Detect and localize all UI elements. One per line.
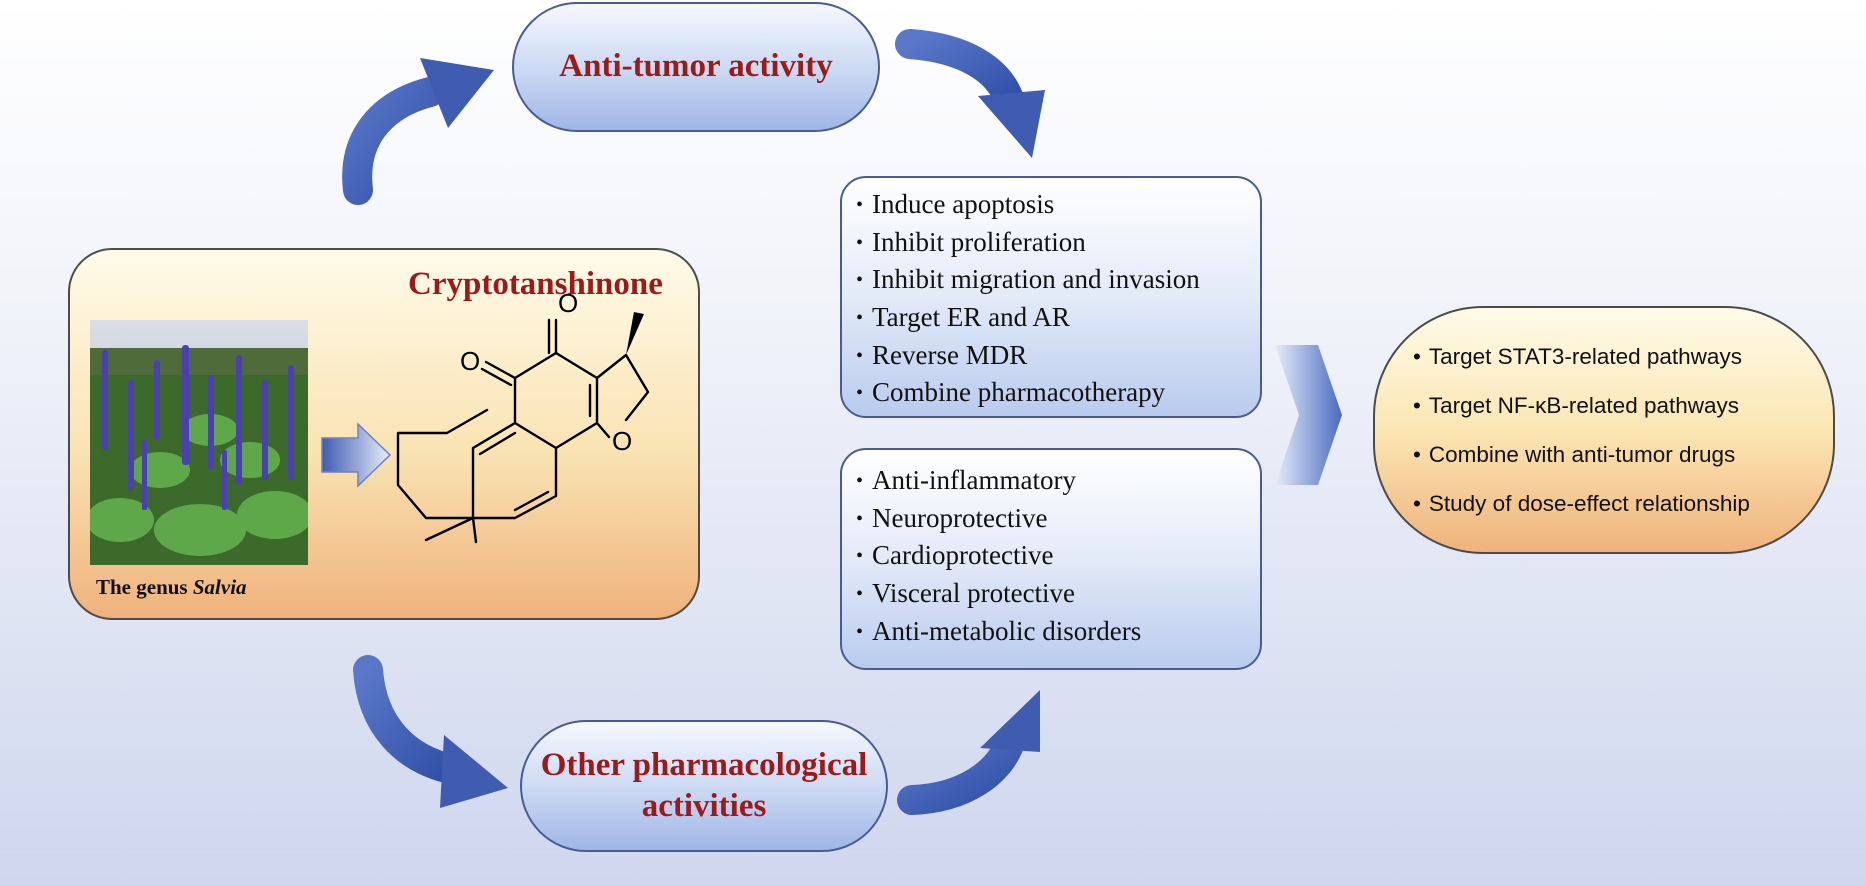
list-item: Anti-metabolic disorders bbox=[856, 613, 1260, 651]
list-item: Target ER and AR bbox=[856, 299, 1260, 337]
future-directions-list: Target STAT3-related pathways Target NF-… bbox=[1413, 332, 1833, 528]
list-item: Target NF-κB-related pathways bbox=[1413, 381, 1833, 430]
compound-title: Cryptotanshinone bbox=[408, 266, 663, 302]
salvia-plant-photo bbox=[90, 320, 308, 565]
plant-caption-genus: Salvia bbox=[192, 575, 247, 599]
list-item: Neuroprotective bbox=[856, 500, 1260, 538]
cryptotanshinone-box: Cryptotanshinone The genus Salvia bbox=[68, 248, 700, 620]
wedge-bond bbox=[626, 312, 644, 355]
curved-arrow-icon bbox=[895, 29, 1045, 158]
list-item: Study of dose-effect relationship bbox=[1413, 479, 1833, 528]
list-item: Inhibit proliferation bbox=[856, 224, 1260, 262]
atom-oxygen-2: O bbox=[460, 346, 480, 376]
list-item: Combine pharmacotherapy bbox=[856, 374, 1260, 412]
anti-tumor-activity-node: Anti-tumor activity bbox=[512, 2, 880, 132]
anti-tumor-activity-label: Anti-tumor activity bbox=[559, 48, 833, 85]
list-item: Visceral protective bbox=[856, 575, 1260, 613]
list-item: Combine with anti-tumor drugs bbox=[1413, 430, 1833, 479]
plant-caption-prefix: The genus bbox=[96, 575, 193, 599]
list-item: Induce apoptosis bbox=[856, 186, 1260, 224]
other-activities-label: Other pharmacological activities bbox=[540, 746, 868, 824]
curved-arrow-icon bbox=[342, 58, 494, 205]
future-directions-box: Target STAT3-related pathways Target NF-… bbox=[1373, 306, 1835, 554]
list-item: Reverse MDR bbox=[856, 337, 1260, 375]
atom-oxygen-1: O bbox=[558, 288, 578, 318]
other-effects-box: Anti-inflammatory Neuroprotective Cardio… bbox=[840, 448, 1262, 670]
curved-arrow-icon bbox=[897, 690, 1040, 815]
atom-oxygen-3: O bbox=[612, 426, 632, 456]
other-activities-node: Other pharmacological activities bbox=[520, 720, 888, 852]
list-item: Target STAT3-related pathways bbox=[1413, 332, 1833, 381]
plant-caption: The genus Salvia bbox=[96, 575, 247, 600]
curved-arrow-icon bbox=[353, 655, 508, 808]
list-item: Inhibit migration and invasion bbox=[856, 261, 1260, 299]
anti-tumor-effects-list: Induce apoptosis Inhibit proliferation I… bbox=[856, 186, 1260, 412]
block-arrow-icon bbox=[321, 422, 392, 488]
other-effects-list: Anti-inflammatory Neuroprotective Cardio… bbox=[856, 462, 1260, 650]
anti-tumor-effects-box: Induce apoptosis Inhibit proliferation I… bbox=[840, 176, 1262, 418]
list-item: Cardioprotective bbox=[856, 537, 1260, 575]
chevron-right-icon bbox=[1275, 345, 1342, 485]
list-item: Anti-inflammatory bbox=[856, 462, 1260, 500]
cryptotanshinone-structure: O O O bbox=[396, 288, 650, 544]
